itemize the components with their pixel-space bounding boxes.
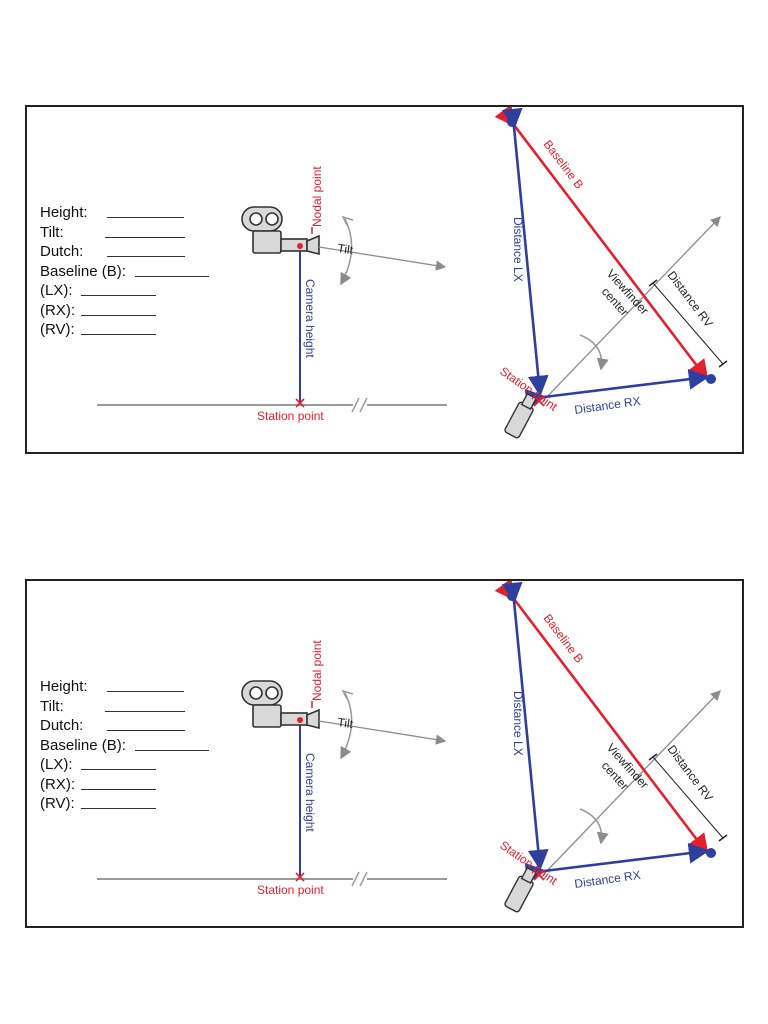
- nodal-point-label: Nodal point: [310, 640, 324, 701]
- distance-rx-label: Distance RX: [573, 394, 641, 417]
- station-point-label: Station point: [257, 883, 324, 897]
- station-point-x: [295, 398, 305, 408]
- tilt-line: [318, 246, 447, 271]
- height-label: Height:: [40, 204, 88, 221]
- right-target-point: [706, 374, 716, 384]
- lx-label: (LX):: [40, 282, 73, 299]
- distance-rx-line: [524, 842, 710, 884]
- distance-rv-label: Distance RV: [665, 742, 716, 804]
- baseline-label: Baseline (B):: [40, 262, 126, 282]
- rx-blank[interactable]: [81, 314, 156, 316]
- tilt-label: Tilt: [337, 715, 355, 731]
- tilt-label: Tilt:: [40, 223, 64, 241]
- nodal-point-label: Nodal point: [310, 166, 324, 227]
- triangulation-diagram: Baseline B Distance LX Distance RX Dista…: [494, 581, 728, 913]
- dutch-blank[interactable]: [107, 256, 185, 257]
- tilt-label: Tilt: [337, 241, 355, 257]
- rx-blank[interactable]: [81, 788, 156, 790]
- baseline-label-text: Baseline (B):: [40, 736, 126, 754]
- distance-rv-label: Distance RV: [665, 268, 716, 330]
- rv-label: (RV):: [40, 321, 75, 338]
- baseline-line: [494, 581, 709, 856]
- distance-rx-label: Distance RX: [573, 868, 641, 891]
- camera-setup-diagram: Nodal point Tilt Camera height Station p…: [97, 107, 728, 439]
- rotation-arrow-head: [341, 689, 354, 700]
- ground-line: [97, 397, 447, 413]
- baseline-line: [494, 107, 709, 382]
- camera-setup-diagram: Nodal point Tilt Camera height Station p…: [97, 581, 728, 913]
- distance-rx-line: [524, 368, 710, 410]
- height-blank[interactable]: [107, 217, 184, 218]
- camera-icon: [241, 680, 320, 730]
- rv-blank[interactable]: [81, 808, 156, 809]
- left-target-point: [507, 591, 517, 601]
- distance-lx-line: [501, 581, 549, 871]
- camera-height-label: Camera height: [303, 279, 317, 358]
- ground-line: [97, 871, 447, 887]
- tilt-line: [318, 720, 447, 745]
- station-camera-icon: [504, 392, 538, 439]
- dutch-blank[interactable]: [107, 730, 185, 731]
- station-point-x: [295, 872, 305, 882]
- height-label: Height:: [40, 678, 88, 695]
- left-target-point: [507, 117, 517, 127]
- triangulation-diagram: Baseline B Distance LX Distance RX Dista…: [494, 107, 728, 439]
- station-camera-icon: [504, 866, 538, 913]
- baseline-label-text: Baseline (B):: [40, 262, 126, 280]
- rotation-arrow-icon-right: [579, 334, 609, 371]
- dutch-label: Dutch:: [40, 243, 84, 260]
- height-blank[interactable]: [107, 691, 184, 692]
- lx-blank[interactable]: [81, 769, 156, 770]
- rx-label: (RX):: [40, 301, 75, 319]
- lx-blank[interactable]: [81, 295, 156, 296]
- baseline-label: Baseline (B):: [40, 736, 126, 756]
- rotation-arrow-head: [341, 215, 354, 226]
- tilt-label: Tilt:: [40, 697, 64, 715]
- tilt-blank[interactable]: [105, 710, 185, 712]
- rotation-arrow-icon-right: [579, 808, 609, 845]
- baseline-label: Baseline B: [541, 137, 587, 191]
- baseline-blank[interactable]: [135, 749, 209, 751]
- distance-lx-line: [501, 107, 549, 397]
- station-point-label: Station point: [257, 409, 324, 423]
- worksheet-card-bottom: Height: Tilt: Dutch: Baseline (B): (LX):…: [25, 579, 744, 928]
- right-target-point: [706, 848, 716, 858]
- baseline-blank[interactable]: [135, 275, 209, 277]
- distance-lx-label: Distance LX: [511, 217, 525, 282]
- worksheet-card-top: Height: Tilt: Dutch: Baseline (B): (LX):…: [25, 105, 744, 454]
- rv-label: (RV):: [40, 795, 75, 812]
- baseline-label: Baseline B: [541, 611, 587, 665]
- dutch-label: Dutch:: [40, 717, 84, 734]
- camera-height-label: Camera height: [303, 753, 317, 832]
- rv-blank[interactable]: [81, 334, 156, 335]
- distance-lx-label: Distance LX: [511, 691, 525, 756]
- camera-icon: [241, 206, 320, 256]
- tilt-blank[interactable]: [105, 236, 185, 238]
- lx-label: (LX):: [40, 756, 73, 773]
- rx-label: (RX):: [40, 775, 75, 793]
